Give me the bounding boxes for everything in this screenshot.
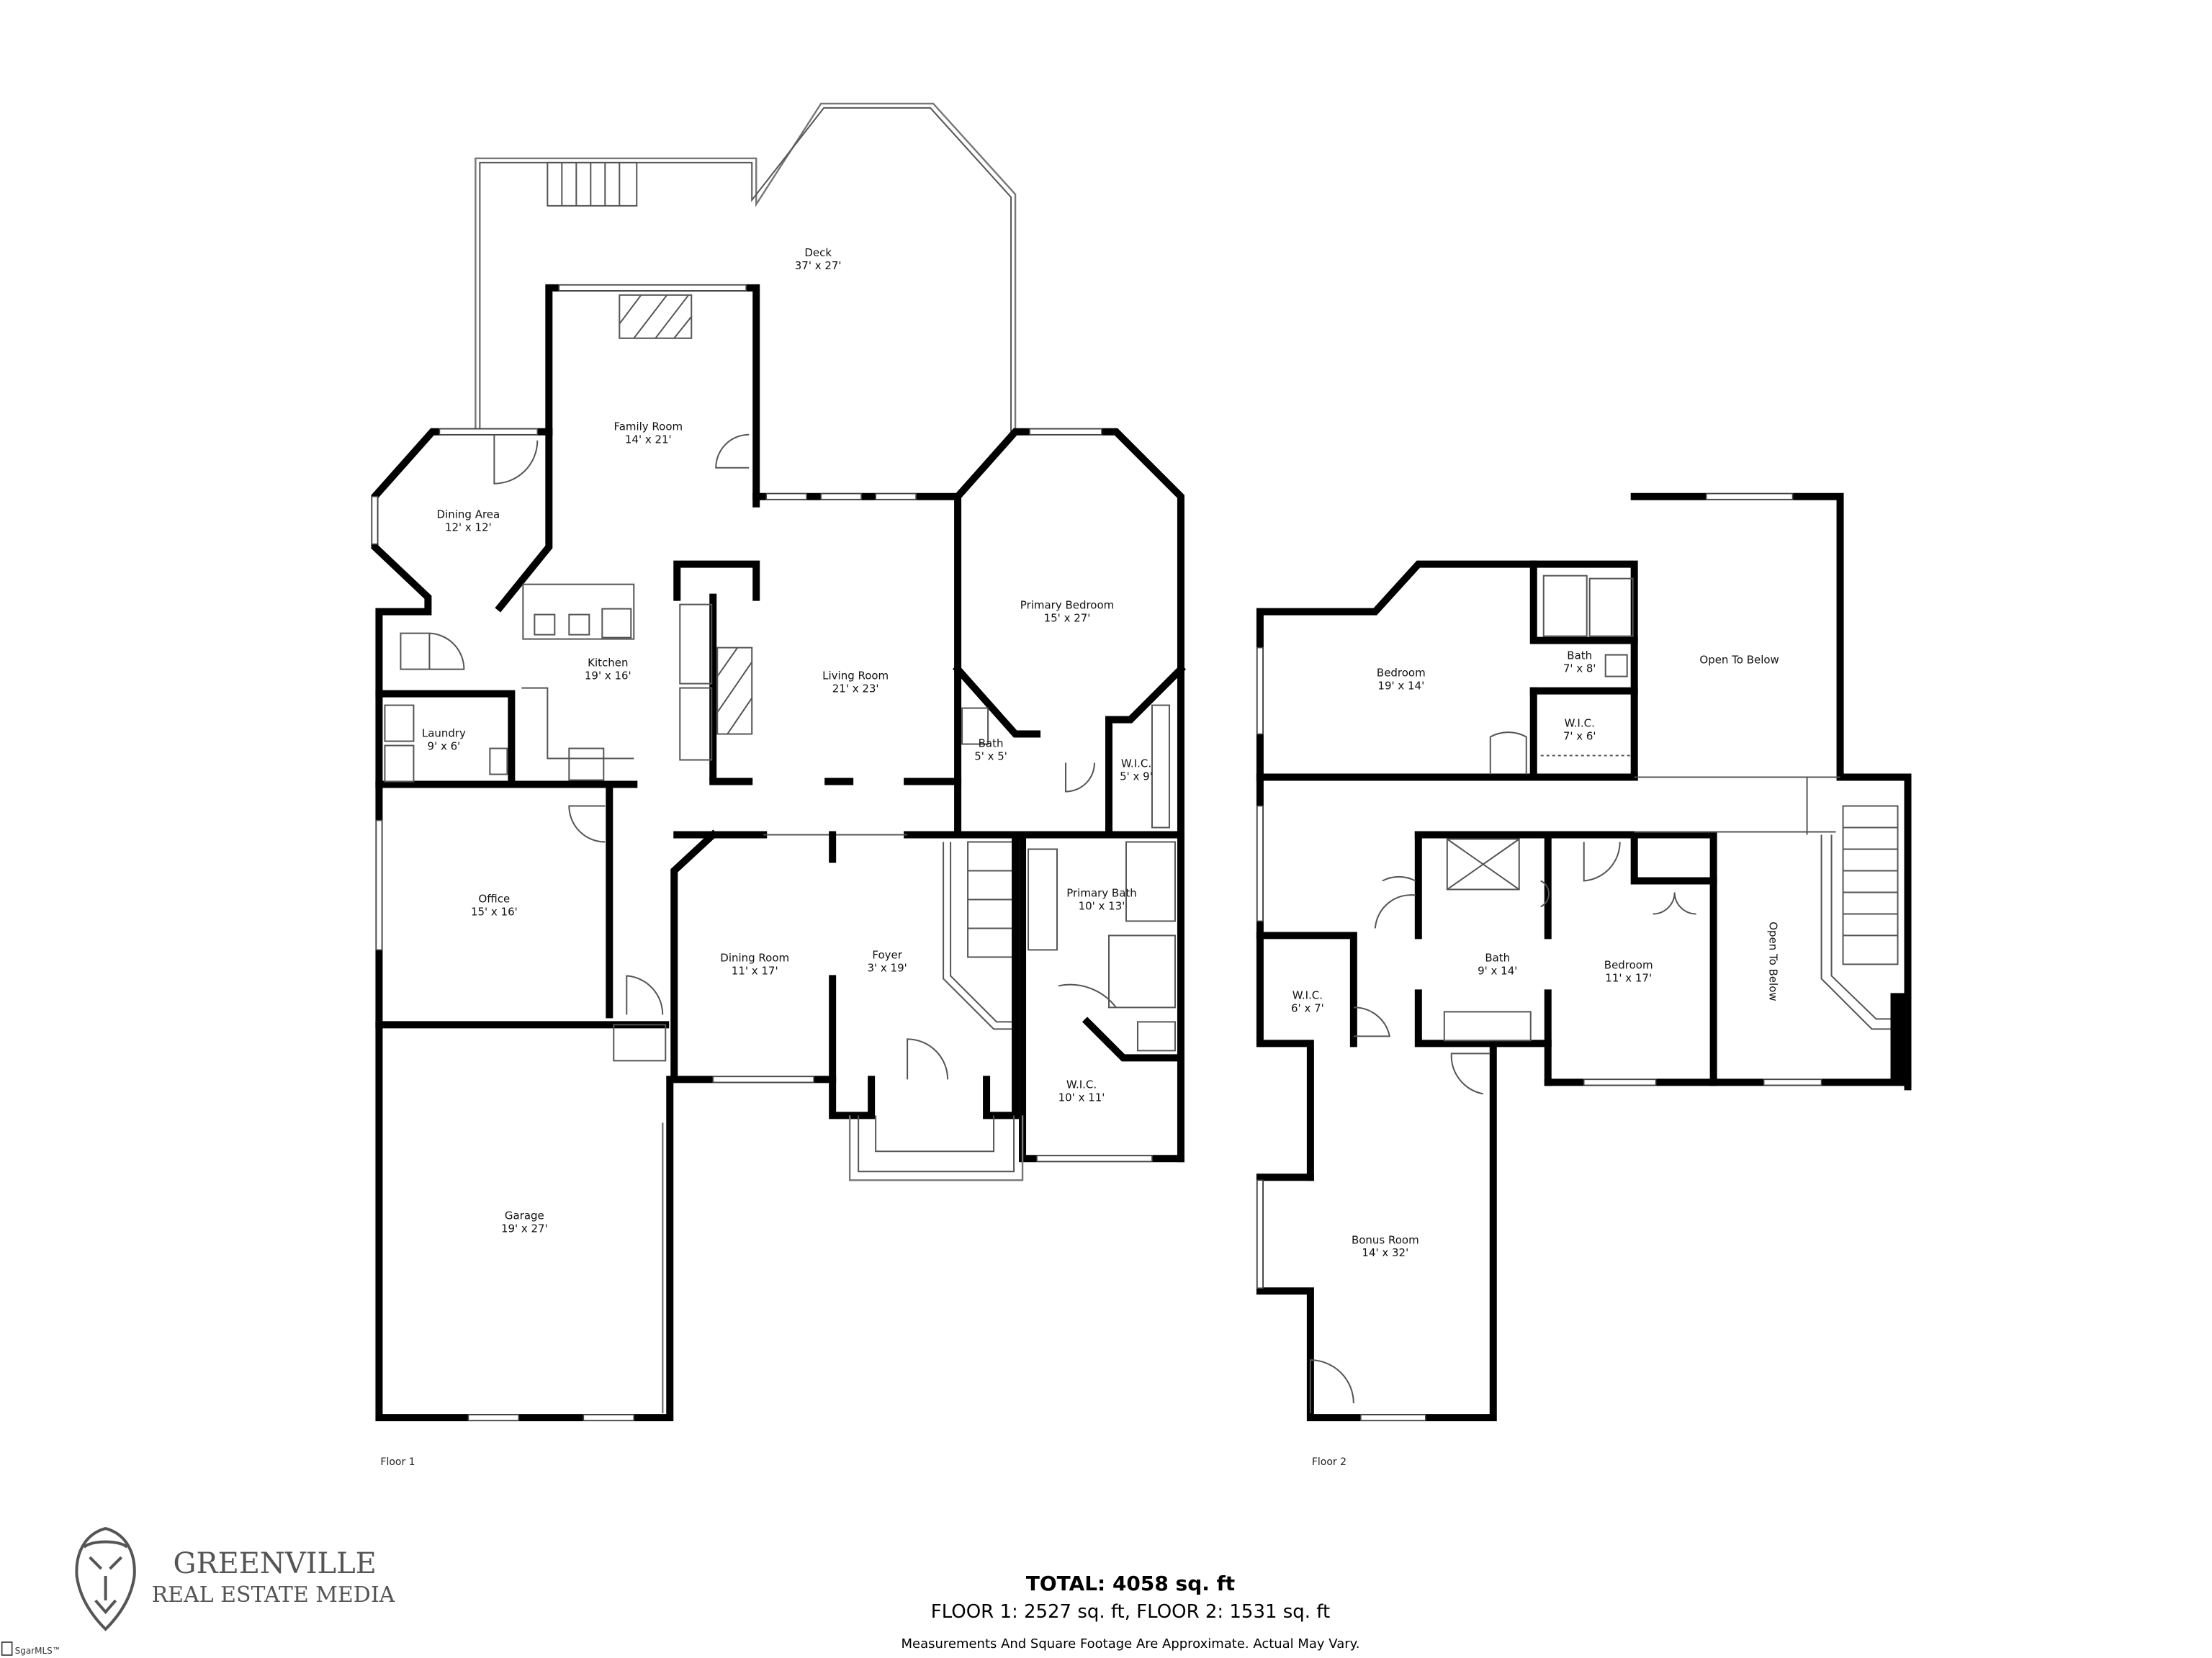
floor-label: Floor 2: [1312, 1456, 1346, 1468]
fireplace: [619, 294, 693, 339]
stairs: [1634, 777, 1899, 1030]
room-size: 11' x 17': [732, 964, 778, 977]
room-name: Living Room: [822, 670, 889, 682]
living-fireplace: [716, 646, 753, 735]
room-size: 15' x 27': [1044, 612, 1091, 625]
room-size: 7' x 6': [1563, 730, 1596, 743]
room-size: 11' x 17': [1605, 971, 1652, 984]
room-size: 19' x 14': [1377, 680, 1424, 693]
disclaimer: Measurements And Square Footage Are Appr…: [902, 1636, 1360, 1652]
logo-line2: REAL ESTATE MEDIA: [152, 1582, 395, 1608]
room-size: 3' x 19': [868, 961, 907, 974]
floor-1: Deck 37' x 27' Family Room 14' x 21' Din…: [371, 102, 1187, 1468]
room-size: 14' x 32': [1362, 1246, 1408, 1259]
room-name: Garage: [505, 1209, 544, 1222]
floor-2: Bedroom 19' x 14' Bath 7' x 8' W.I.C. 7'…: [1256, 492, 1912, 1469]
room-size: 12' x 12': [445, 521, 492, 534]
room-name: Dining Area: [437, 508, 500, 521]
mls-logo-icon: [1, 1641, 13, 1656]
room-name: Bonus Room: [1352, 1233, 1419, 1246]
lion-head-icon: [75, 1527, 136, 1631]
room-name: Laundry: [422, 727, 466, 740]
room-size: 5' x 5': [974, 750, 1007, 763]
room-name: Bath: [1567, 649, 1592, 662]
room-name: W.I.C.: [1565, 717, 1595, 730]
room-size: 21' x 23': [832, 682, 879, 695]
wall: [545, 284, 760, 508]
room-name: Family Room: [613, 420, 683, 433]
door: [715, 433, 750, 469]
wall: [1890, 993, 1908, 1083]
floor-1-labels: Deck 37' x 27' Family Room 14' x 21' Din…: [380, 246, 1152, 1468]
room-size: 19' x 16': [585, 670, 631, 682]
room-size: 6' x 7': [1291, 1001, 1324, 1014]
room-name: Dining Room: [720, 951, 789, 964]
room-name: Deck: [804, 246, 832, 259]
room-name: W.I.C.: [1121, 757, 1151, 770]
room-size: 19' x 27': [501, 1222, 548, 1235]
room-size: 9' x 6': [428, 740, 461, 753]
deck-outline: [475, 102, 1017, 432]
room-size: 5' x 9': [1120, 770, 1153, 783]
watermark-text: SgarMLS™: [15, 1646, 61, 1656]
deck-stairs: [547, 161, 638, 207]
stairs: [943, 841, 1020, 1030]
room-name: W.I.C.: [1292, 988, 1323, 1001]
room-size: 15' x 16': [471, 905, 518, 918]
room-name: Bath: [979, 737, 1004, 750]
watermark: SgarMLS™: [1, 1641, 61, 1656]
room-name: Foyer: [872, 948, 902, 961]
room-name: Bath: [1485, 951, 1510, 964]
room-size: 10' x 13': [1079, 899, 1125, 912]
room-name: Bedroom: [1604, 958, 1653, 971]
floor-breakdown: FLOOR 1: 2527 sq. ft, FLOOR 2: 1531 sq. …: [931, 1601, 1330, 1623]
room-size: 10' x 11': [1058, 1091, 1105, 1104]
room-name: Primary Bedroom: [1020, 599, 1114, 612]
room-name: W.I.C.: [1066, 1078, 1097, 1091]
room-name: Kitchen: [588, 657, 628, 670]
room-name: Open To Below: [1699, 654, 1779, 667]
floor-2-labels: Bedroom 19' x 14' Bath 7' x 8' W.I.C. 7'…: [1291, 649, 1780, 1469]
room-name: Primary Bath: [1066, 886, 1137, 899]
room-size: 9' x 14': [1478, 964, 1517, 977]
logo-line1: GREENVILLE: [174, 1547, 377, 1580]
room-name: Bedroom: [1377, 667, 1426, 680]
room-size: 14' x 21': [625, 433, 672, 446]
total-area: TOTAL: 4058 sq. ft: [1026, 1572, 1235, 1595]
logo: GREENVILLE REAL ESTATE MEDIA: [75, 1527, 395, 1631]
room-size: 7' x 8': [1563, 662, 1596, 675]
room-size: 37' x 27': [795, 259, 842, 272]
floor-label: Floor 1: [380, 1456, 415, 1468]
room-name: Office: [478, 892, 510, 905]
room-name: Open To Below: [1767, 922, 1780, 1001]
